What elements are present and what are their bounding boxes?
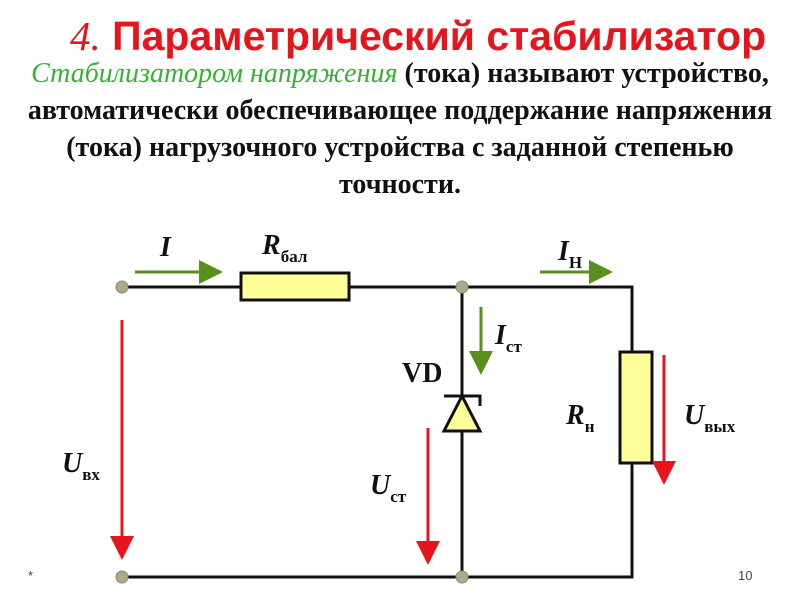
label-r-n: Rн: [566, 400, 595, 436]
title-text: Параметрический стабилизатор: [112, 13, 767, 59]
label-i: I: [160, 232, 171, 263]
title-number: 4.: [70, 13, 101, 59]
junction-bottom: [455, 570, 469, 584]
input-terminal-bottom: [115, 570, 129, 584]
definition-term: Стабилизатором напряжения: [31, 58, 398, 89]
zener-diode-vd: [441, 392, 483, 433]
top-wire: [122, 285, 634, 579]
resistor-r-bal: [239, 271, 351, 302]
label-vd: VD: [402, 358, 443, 389]
label-u-st: Uст: [370, 470, 407, 506]
definition-rest: (тока) называют устройство, автоматическ…: [27, 58, 773, 200]
resistor-r-load: [618, 350, 654, 465]
label-r-bal: Rбал: [262, 230, 308, 266]
junction-top: [455, 280, 469, 294]
label-i-st: Iст: [495, 320, 522, 356]
page-number: 10: [738, 568, 753, 583]
input-terminal-top: [115, 280, 129, 294]
label-u-in: Uвх: [62, 448, 100, 484]
label-i-n: IН: [558, 236, 583, 272]
slide-title: 4. Параметрический стабилизатор: [70, 6, 770, 66]
footer-marker: *: [28, 568, 34, 583]
definition-text: Стабилизатором напряжения (тока) называю…: [20, 55, 780, 203]
label-u-out: Uвых: [684, 400, 736, 436]
